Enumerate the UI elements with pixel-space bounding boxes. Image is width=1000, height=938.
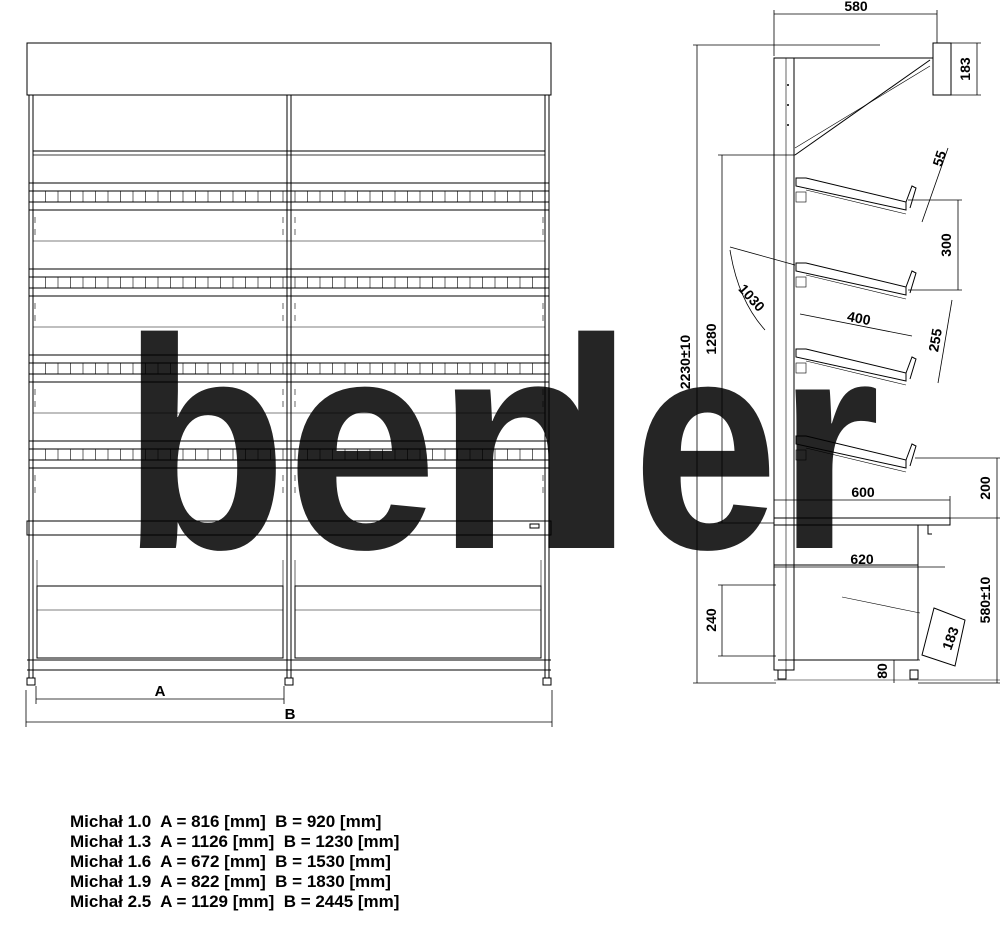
front-shelf <box>28 154 550 235</box>
model-row: Michał 2.5 A = 1129 [mm] B = 2445 [mm] <box>70 892 400 911</box>
dim-shelf-gap-label: 255 <box>925 327 945 353</box>
front-shelf <box>28 326 550 407</box>
model-list: Michał 1.0 A = 816 [mm] B = 920 [mm] Mic… <box>70 812 399 912</box>
dim-total-height-label: 2230±10 <box>677 335 693 390</box>
watermark-text-ler: ler <box>560 276 880 612</box>
front-counter-tag <box>529 523 540 529</box>
dim-bottom-tray-label: 183 <box>939 624 962 652</box>
side-foot-back <box>777 669 787 680</box>
side-view: 580 183 2230±10 1280 1030 55 300 400 <box>677 0 1000 684</box>
front-drawer-right <box>294 585 542 659</box>
dim-base-height-label: 580±10 <box>977 576 993 623</box>
watermark: ben ler <box>122 276 880 612</box>
upright-rivet <box>787 124 789 126</box>
side-shelf <box>795 262 917 300</box>
side-top-lamp <box>932 42 952 96</box>
dim-base-depth-label: 620 <box>850 551 874 567</box>
front-header-panel <box>26 42 552 96</box>
front-view: A B <box>25 42 553 727</box>
front-shelf <box>28 412 550 493</box>
side-base-shelf <box>773 517 951 526</box>
side-shelf <box>795 177 917 215</box>
front-drawer-left <box>36 585 284 659</box>
dim-foot-height-label: 80 <box>874 663 890 679</box>
front-shelves <box>28 154 550 493</box>
dim-base-shelf-label: 600 <box>851 484 875 500</box>
dim-shelf-spacing-label: 300 <box>938 233 954 257</box>
watermark-text-ben: ben <box>122 276 602 612</box>
side-base-hook <box>927 525 932 535</box>
side-shelf <box>795 348 917 386</box>
dim-shelf-gap-line <box>937 299 953 384</box>
dim-b-label: B <box>285 706 296 723</box>
side-bottom-tray <box>921 607 966 667</box>
model-row: Michał 1.3 A = 1126 [mm] B = 1230 [mm] <box>70 832 400 851</box>
side-shelves <box>787 84 917 473</box>
model-row: Michał 1.0 A = 816 [mm] B = 920 [mm] <box>70 812 382 831</box>
dim-shelf-depth-label: 400 <box>846 308 872 328</box>
side-shelf <box>795 435 917 473</box>
front-shelf <box>28 240 550 321</box>
front-foot-centre <box>284 677 294 686</box>
dim-top-width-label: 580 <box>844 0 868 14</box>
side-bottom-tray-lever <box>841 596 921 614</box>
dim-shelf-tip-label: 55 <box>929 148 949 168</box>
dim-base-shelf-height-label: 200 <box>977 476 993 500</box>
dim-arc-line <box>729 249 766 331</box>
dim-upper-height-label: 1280 <box>703 323 719 354</box>
side-top-brace-b <box>794 65 931 149</box>
upright-rivet <box>787 84 789 86</box>
front-counter <box>26 520 552 536</box>
model-row: Michał 1.6 A = 672 [mm] B = 1530 [mm] <box>70 852 391 871</box>
dim-top-depth-label: 183 <box>957 57 973 81</box>
dim-a-label: A <box>155 683 166 700</box>
front-foot-left <box>26 677 36 686</box>
model-row: Michał 1.9 A = 822 [mm] B = 1830 [mm] <box>70 872 391 891</box>
dim-bottom-drawer-label: 240 <box>703 608 719 632</box>
upright-rivet <box>787 104 789 106</box>
dim-shelf-depth-line <box>799 313 913 337</box>
front-drawer-left-side <box>36 560 542 586</box>
dim-shelf-tip-line <box>921 147 949 223</box>
side-foot-front <box>909 669 919 680</box>
dim-arc-ext <box>729 246 796 266</box>
front-foot-right <box>542 677 552 686</box>
side-top-brace <box>794 59 931 156</box>
